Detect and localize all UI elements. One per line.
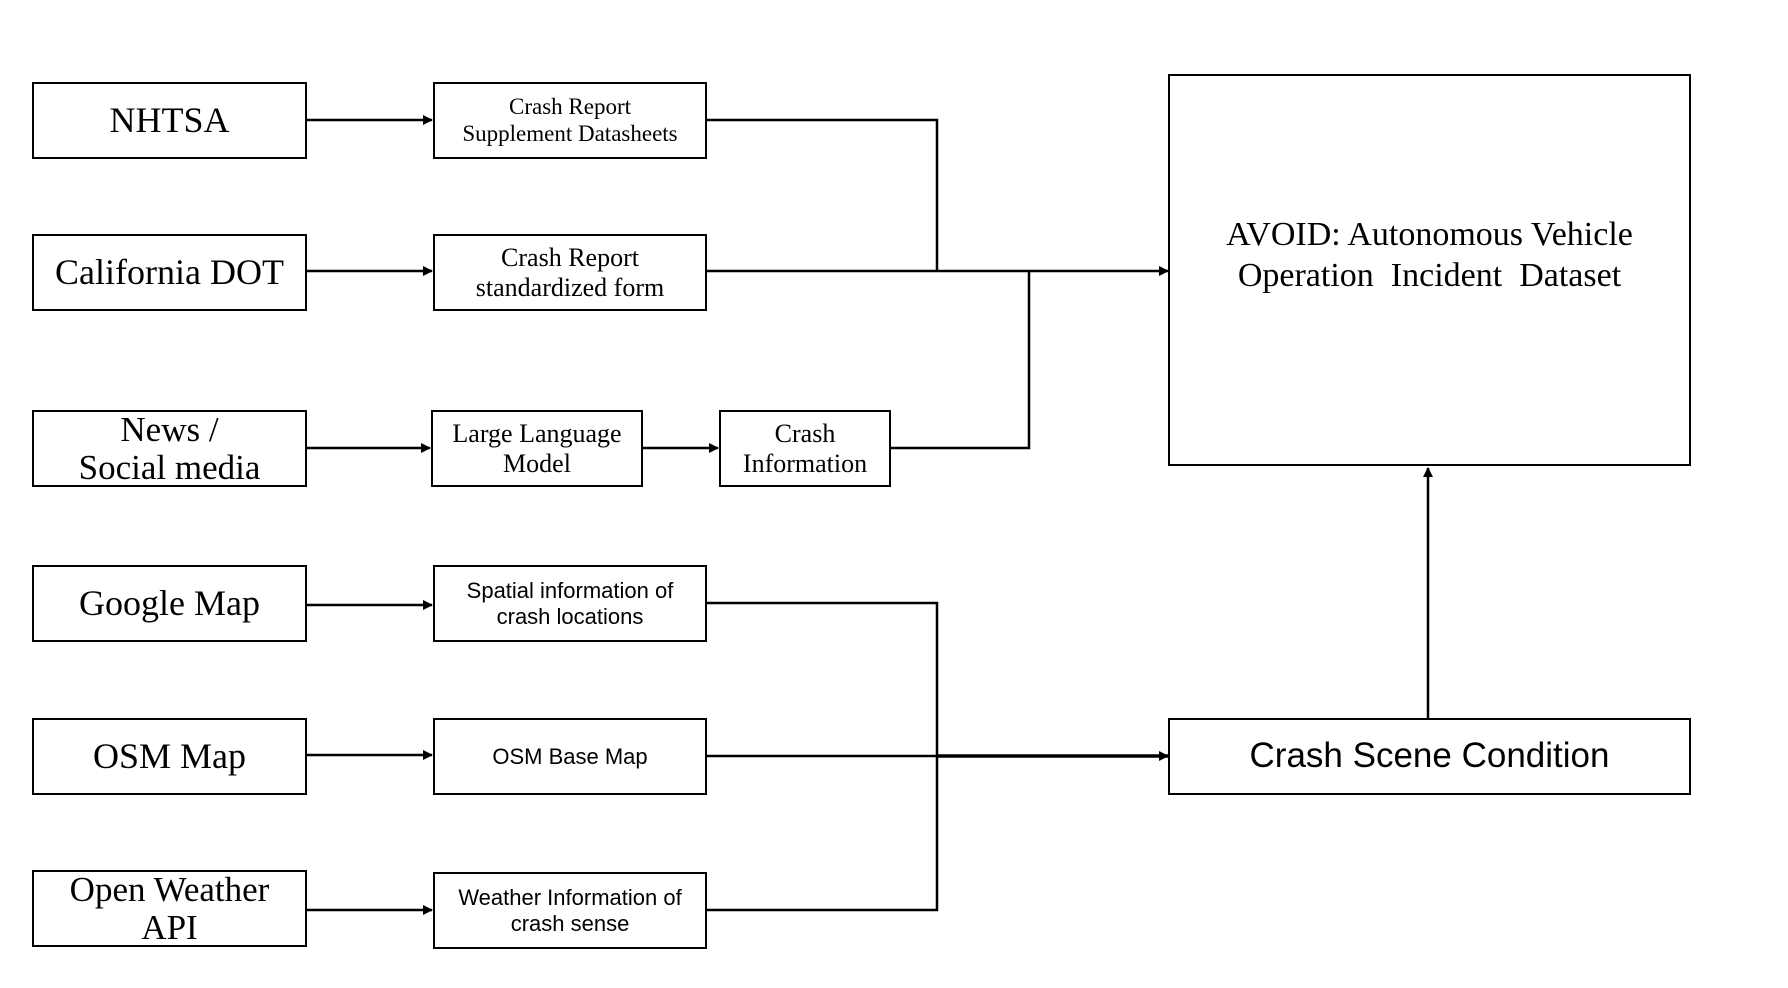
crash-information-line1: Crash [774, 418, 836, 448]
connector-weatherinfo-to-merge [706, 756, 939, 912]
spatial-information-line1: Spatial information of [466, 578, 674, 604]
llm-label-line2: Model [503, 448, 571, 478]
source-google-map-label: Google Map [79, 582, 260, 623]
weather-information-line2: crash sense [510, 910, 630, 936]
crash-information-box: Crash Information [719, 410, 891, 487]
source-open-weather-api: Open Weather API [32, 870, 307, 947]
source-google-map: Google Map [32, 565, 307, 642]
large-language-model-box: Large Language Model [431, 410, 643, 487]
crash-report-supplement-line1: Crash Report [508, 94, 631, 120]
spatial-information-box: Spatial information of crash locations [433, 565, 707, 642]
spatial-information-line2: crash locations [496, 603, 644, 629]
source-weather-label-line1: Open Weather [69, 869, 270, 909]
crash-report-supplement-box: Crash Report Supplement Datasheets [433, 82, 707, 159]
crash-scene-condition-label: Crash Scene Condition [1249, 736, 1610, 776]
crash-report-standardized-line2: standardized form [475, 272, 665, 302]
connector-spatial-to-merge [706, 601, 939, 756]
crash-scene-condition-box: Crash Scene Condition [1168, 718, 1691, 795]
crash-report-standardized-box: Crash Report standardized form [433, 234, 707, 311]
source-california-dot-label: California DOT [55, 251, 284, 292]
crash-report-supplement-line2: Supplement Datasheets [462, 120, 678, 146]
source-osm-map-label: OSM Map [92, 735, 247, 776]
osm-base-map-label: OSM Base Map [492, 743, 648, 769]
avoid-dataset-box: AVOID: Autonomous Vehicle Operation Inci… [1168, 74, 1691, 466]
source-news-social-media: News / Social media [32, 410, 307, 487]
osm-base-map-box: OSM Base Map [433, 718, 707, 795]
crash-information-line2: Information [742, 448, 868, 478]
source-california-dot: California DOT [32, 234, 307, 311]
source-weather-label-line2: API [141, 907, 198, 947]
llm-label-line1: Large Language [452, 418, 622, 448]
weather-information-line1: Weather Information of [458, 885, 682, 911]
avoid-dataset-line1: AVOID: Autonomous Vehicle [1226, 216, 1633, 253]
source-nhtsa: NHTSA [32, 82, 307, 159]
connector-crashinfo-to-merge [890, 271, 1031, 450]
source-news-label-line2: Social media [78, 447, 261, 487]
crash-report-standardized-line1: Crash Report [501, 242, 639, 272]
weather-information-box: Weather Information of crash sense [433, 872, 707, 949]
connector-supplement-to-merge [706, 118, 939, 271]
source-osm-map: OSM Map [32, 718, 307, 795]
source-nhtsa-label: NHTSA [109, 99, 230, 140]
avoid-dataset-line2: Operation Incident Dataset [1237, 257, 1622, 295]
source-news-label-line1: News / [120, 409, 219, 449]
